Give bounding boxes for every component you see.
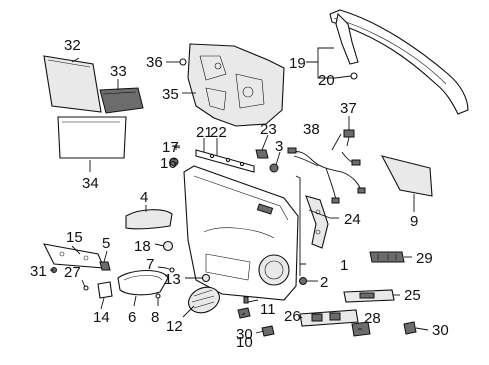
callout-20: 20 <box>318 72 335 89</box>
callout-30-left: 30 <box>236 326 253 343</box>
callout-38: 38 <box>303 121 320 138</box>
part-34-panel <box>57 116 127 159</box>
callout-21: 21 <box>196 124 213 141</box>
part-10-clip <box>237 307 251 319</box>
part-2-clip <box>299 277 307 285</box>
callout-3: 3 <box>275 138 283 155</box>
callout-27: 27 <box>64 264 81 281</box>
callout-36: 36 <box>146 54 163 71</box>
callout-4: 4 <box>140 189 148 206</box>
part-18-plug <box>162 240 174 252</box>
part-1-door-trim-panel <box>183 165 299 301</box>
part-30-clip-right <box>403 321 417 335</box>
part-37-connector <box>343 129 355 147</box>
callout-30-right: 30 <box>432 322 449 339</box>
part-3-clip <box>269 163 279 173</box>
part-6-pocket <box>117 269 169 296</box>
callout-28: 28 <box>364 310 381 327</box>
callout-14: 14 <box>93 309 110 326</box>
callout-6: 6 <box>128 309 136 326</box>
part-36-fastener <box>179 58 187 66</box>
part-16-clip <box>169 157 179 167</box>
callout-29: 29 <box>416 250 433 267</box>
part-32-panel <box>43 55 102 113</box>
leader-lines <box>50 47 429 334</box>
callout-1: 1 <box>340 257 348 274</box>
part-23-clip <box>255 149 269 159</box>
callout-37: 37 <box>340 100 357 117</box>
callout-25: 25 <box>404 287 421 304</box>
callout-17: 17 <box>162 139 179 156</box>
part-30-clip-left <box>261 325 275 337</box>
callout-33: 33 <box>110 63 127 80</box>
callout-34: 34 <box>82 175 99 192</box>
part-11-clip <box>243 296 249 304</box>
callout-labels: 32 33 34 36 35 19 20 37 38 9 21 22 23 3 … <box>30 37 449 351</box>
callout-24: 24 <box>344 211 361 228</box>
callout-26: 26 <box>284 308 301 325</box>
part-33-panel <box>99 87 144 114</box>
part-38-wiring-harness <box>287 147 366 204</box>
part-26-switch <box>299 309 359 327</box>
callout-7: 7 <box>146 256 154 273</box>
part-13-clip <box>201 273 211 283</box>
part-35-inner-module <box>187 43 285 127</box>
callout-5: 5 <box>102 235 110 252</box>
callout-8: 8 <box>151 309 159 326</box>
part-12-speaker-grille <box>188 286 220 314</box>
callout-35: 35 <box>162 86 179 103</box>
part-24-bracket <box>305 195 329 249</box>
part-4-armrest <box>125 209 173 230</box>
callout-18: 18 <box>134 238 151 255</box>
part-7-screw <box>165 267 175 273</box>
callout-16: 16 <box>160 155 177 172</box>
callout-13: 13 <box>164 271 181 288</box>
callout-12: 12 <box>166 318 183 335</box>
callout-9: 9 <box>410 213 418 230</box>
part-9-panel <box>380 155 433 197</box>
callout-22: 22 <box>210 124 227 141</box>
callout-10: 10 <box>236 334 253 351</box>
callout-31: 31 <box>30 263 47 280</box>
part-14-bracket <box>97 281 113 299</box>
part-5-clip <box>99 261 111 271</box>
callout-15: 15 <box>66 229 83 246</box>
callout-32: 32 <box>64 37 81 54</box>
part-19-window-frame <box>329 9 469 115</box>
callout-19: 19 <box>289 55 306 72</box>
part-20-fastener <box>350 72 358 80</box>
part-25-switch-panel <box>343 289 395 303</box>
callout-11: 11 <box>260 301 276 318</box>
callout-23: 23 <box>260 121 277 138</box>
part-29-switch <box>369 251 405 263</box>
part-21-22-trim-strip <box>195 149 255 173</box>
callout-2: 2 <box>320 274 328 291</box>
